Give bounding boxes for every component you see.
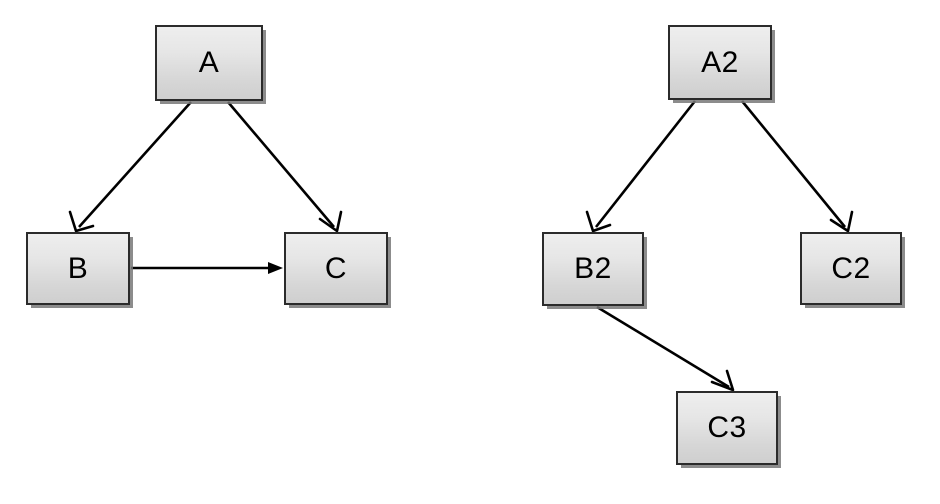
- node-a2-label: A2: [701, 45, 739, 79]
- edge-a-to-b[interactable]: [68, 101, 192, 233]
- edge-a-to-c[interactable]: [227, 101, 343, 233]
- node-b[interactable]: B: [26, 232, 130, 305]
- node-c3[interactable]: C3: [676, 391, 778, 465]
- node-b2[interactable]: B2: [542, 232, 644, 306]
- edge-a2-to-c2[interactable]: [740, 100, 854, 233]
- arrowhead-open-icon: [585, 210, 612, 233]
- arrowhead-filled-icon: [268, 262, 283, 274]
- node-c[interactable]: C: [284, 232, 388, 305]
- edge-a2-to-b2[interactable]: [585, 100, 697, 233]
- edge-b-to-c[interactable]: [131, 262, 283, 274]
- node-c-label: C: [324, 251, 348, 285]
- arrowhead-open-icon: [710, 369, 735, 392]
- node-c2-label: C2: [831, 251, 871, 285]
- arrowhead-open-icon: [318, 210, 343, 233]
- arrowhead-open-icon: [829, 210, 854, 233]
- node-c2[interactable]: C2: [800, 232, 902, 305]
- node-c3-label: C3: [707, 411, 747, 444]
- node-b2-label: B2: [574, 252, 612, 285]
- arrowhead-open-icon: [68, 210, 95, 233]
- node-a2[interactable]: A2: [668, 25, 772, 100]
- edge-b2-to-c3[interactable]: [596, 305, 735, 392]
- node-a[interactable]: A: [155, 25, 263, 101]
- node-b-label: B: [67, 251, 89, 285]
- node-a-label: A: [198, 46, 220, 79]
